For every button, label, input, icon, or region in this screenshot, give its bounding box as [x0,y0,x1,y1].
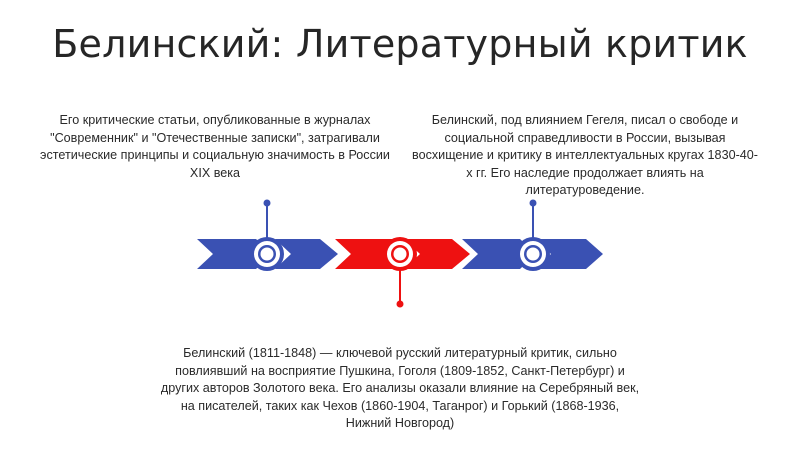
timeline-segment-6 [535,239,603,269]
timeline-segment-5 [462,239,536,269]
text-block-hegel: Белинский, под влиянием Гегеля, писал о … [412,113,758,197]
timeline-segment-2 [275,239,338,269]
timeline-marker-2 [383,237,417,308]
timeline-marker-1 [250,199,284,271]
timeline-marker-3 [516,199,550,271]
slide-title: Белинский: Литературный критик [52,22,748,66]
timeline-segment-4 [404,239,470,269]
text-block-journals: Его критические статьи, опубликованные в… [40,113,390,180]
text-block-biography: Белинский (1811-1848) — ключевой русский… [160,346,640,430]
